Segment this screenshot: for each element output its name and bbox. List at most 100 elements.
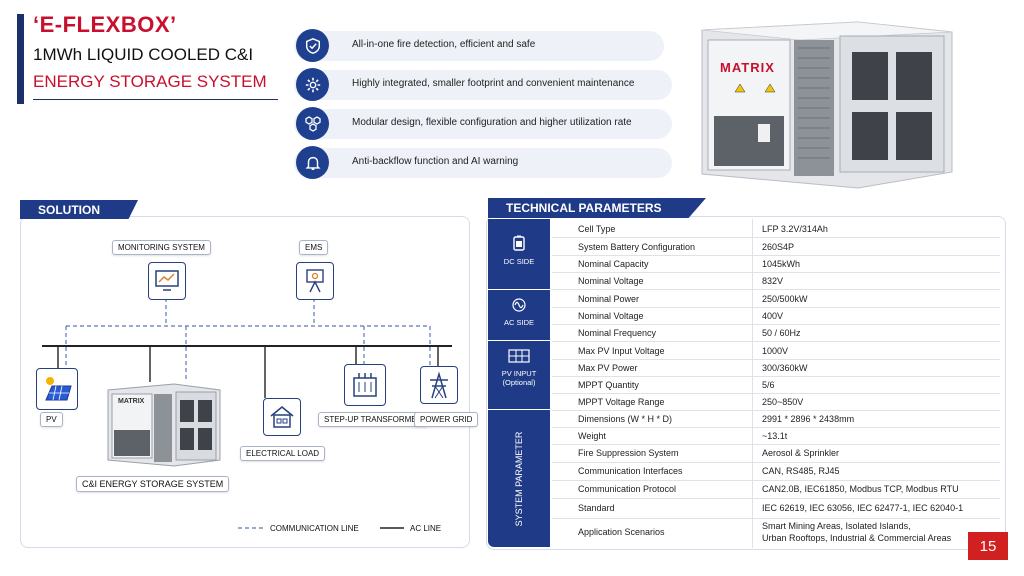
param-name: Nominal Voltage xyxy=(578,276,644,286)
param-name: Fire Suppression System xyxy=(578,448,679,458)
param-value: CAN2.0B, IEC61850, Modbus TCP, Modbus RT… xyxy=(762,484,959,494)
house-icon xyxy=(263,398,301,436)
pv-label: PV xyxy=(40,412,63,427)
table-row: Communication Protocol CAN2.0B, IEC61850,… xyxy=(552,480,1000,499)
param-value: 1000V xyxy=(762,346,789,356)
product-subtitle-line1: 1MWh LIQUID COOLED C&I xyxy=(33,45,254,64)
hexagon-modules-icon xyxy=(296,107,329,140)
param-value: 50 / 60Hz xyxy=(762,328,801,338)
cni-storage-label: C&I ENERGY STORAGE SYSTEM xyxy=(76,476,230,492)
table-row: System Battery Configuration 260S4P xyxy=(552,238,1000,256)
table-row: Weight ~13.1t xyxy=(552,427,1000,445)
title-underline xyxy=(33,99,278,100)
param-value: 832V xyxy=(762,276,784,286)
pv-input-group: PV INPUT (Optional) xyxy=(488,341,550,409)
technical-parameters-tab: TECHNICAL PARAMETERS xyxy=(488,198,706,218)
feature-item: Highly integrated, smaller footprint and… xyxy=(294,68,672,101)
table-row: Communication Interfaces CAN, RS485, RJ45 xyxy=(552,462,1000,481)
transformer-icon xyxy=(344,364,386,406)
param-value: 1045kWh xyxy=(762,259,801,269)
monitoring-system-label: MONITORING SYSTEM xyxy=(112,240,211,255)
param-name: Standard xyxy=(578,503,615,513)
param-name: Communication Interfaces xyxy=(578,466,683,476)
dc-side-group: DC SIDE xyxy=(488,219,550,289)
table-row: Fire Suppression System Aerosol & Sprinkl… xyxy=(552,444,1000,463)
param-name: Nominal Power xyxy=(578,294,640,304)
pv-input-label: PV INPUT xyxy=(501,369,537,378)
ac-side-label: AC SIDE xyxy=(503,318,534,327)
param-value: ~13.1t xyxy=(762,431,788,441)
dc-side-label: DC SIDE xyxy=(503,257,535,266)
title-accent-bar xyxy=(17,14,24,104)
technical-parameters-panel xyxy=(486,216,1006,550)
step-up-transformer-label: STEP-UP TRANSFORMER xyxy=(318,412,429,427)
table-row: Standard IEC 62619, IEC 63056, IEC 62477-… xyxy=(552,498,1000,519)
feature-text: Modular design, flexible configuration a… xyxy=(352,117,632,128)
pv-input-optional-label: (Optional) xyxy=(502,378,536,387)
param-name: Weight xyxy=(578,431,606,441)
param-value: 5/6 xyxy=(762,380,775,390)
system-parameter-label: SYSTEM PARAMETER xyxy=(514,431,524,526)
page-number: 15 xyxy=(968,532,1008,560)
gear-icon xyxy=(296,68,329,101)
param-name: MPPT Voltage Range xyxy=(578,397,665,407)
feature-item: Anti-backflow function and AI warning xyxy=(294,146,672,179)
param-value: 250~850V xyxy=(762,397,804,407)
cni-container-brand: MATRIX xyxy=(118,398,145,405)
solar-panel-icon xyxy=(36,368,78,410)
solution-panel xyxy=(20,216,470,548)
table-row: Application Scenarios Smart Mining Areas,… xyxy=(552,518,1000,546)
electrical-load-label: ELECTRICAL LOAD xyxy=(240,446,326,461)
param-name: Max PV Input Voltage xyxy=(578,346,665,356)
shield-check-icon xyxy=(296,29,329,62)
param-value: 2991 * 2896 * 2438mm xyxy=(762,414,855,424)
power-grid-label: POWER GRID xyxy=(414,412,479,427)
legend-communication-line: COMMUNICATION LINE xyxy=(270,524,359,533)
param-value: LFP 3.2V/314Ah xyxy=(762,224,828,234)
table-row: MPPT Quantity 5/6 xyxy=(552,376,1000,394)
param-name: Nominal Voltage xyxy=(578,311,644,321)
power-grid-tower-icon xyxy=(420,366,458,404)
param-value: 250/500kW xyxy=(762,294,808,304)
ac-side-group: AC SIDE xyxy=(488,290,550,340)
feature-text: Highly integrated, smaller footprint and… xyxy=(352,78,635,89)
table-row: MPPT Voltage Range 250~850V xyxy=(552,393,1000,411)
param-value: 300/360kW xyxy=(762,363,808,373)
system-parameter-group: SYSTEM PARAMETER xyxy=(488,410,550,547)
container-brand-logo: MATRIX xyxy=(720,60,775,75)
table-row: Nominal Capacity 1045kWh xyxy=(552,255,1000,273)
feature-text: Anti-backflow function and AI warning xyxy=(352,156,519,167)
param-value: 260S4P xyxy=(762,242,795,252)
ac-wave-icon xyxy=(512,298,526,312)
param-value: 400V xyxy=(762,311,784,321)
param-name: Application Scenarios xyxy=(578,527,665,537)
param-name: MPPT Quantity xyxy=(578,380,639,390)
param-name: Nominal Capacity xyxy=(578,259,649,269)
table-row: Nominal Power 250/500kW xyxy=(552,290,1000,308)
param-value: IEC 62619, IEC 63056, IEC 62477-1, IEC 6… xyxy=(762,503,964,513)
ems-tower-icon xyxy=(296,262,334,300)
feature-text: All-in-one fire detection, efficient and… xyxy=(352,39,536,50)
table-column-divider xyxy=(752,219,753,548)
param-value: CAN, RS485, RJ45 xyxy=(762,466,840,476)
product-subtitle-line2: ENERGY STORAGE SYSTEM xyxy=(33,72,267,91)
table-row: Dimensions (W * H * D) 2991 * 2896 * 2438… xyxy=(552,410,1000,428)
table-row: Nominal Voltage 832V xyxy=(552,272,1000,290)
solution-tab: SOLUTION xyxy=(20,200,138,219)
product-container-image: MATRIX xyxy=(690,12,970,194)
table-row: Max PV Input Voltage 1000V xyxy=(552,342,1000,360)
feature-item: All-in-one fire detection, efficient and… xyxy=(294,29,664,62)
param-name: Dimensions (W * H * D) xyxy=(578,414,673,424)
feature-item: Modular design, flexible configuration a… xyxy=(294,107,672,140)
param-name: Communication Protocol xyxy=(578,484,677,494)
param-value: Smart Mining Areas, Isolated Islands, xyxy=(762,521,911,531)
product-title: ‘E-FLEXBOX’ xyxy=(33,12,177,37)
battery-icon xyxy=(513,235,525,251)
cni-storage-container-image: MATRIX xyxy=(104,380,224,468)
param-value-line2: Urban Rooftops, Industrial & Commercial … xyxy=(762,533,952,543)
param-name: System Battery Configuration xyxy=(578,242,696,252)
param-value: Aerosol & Sprinkler xyxy=(762,448,840,458)
